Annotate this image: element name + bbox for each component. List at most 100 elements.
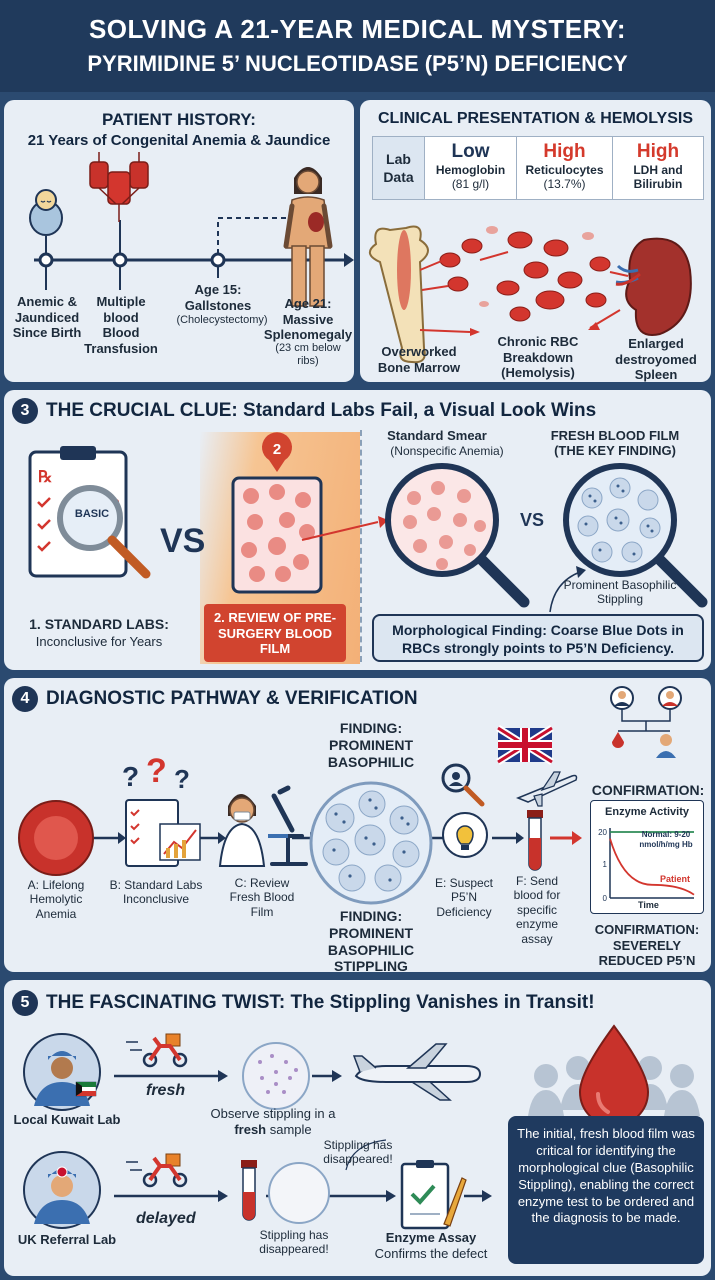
history-event-splenomegaly: Age 21: Massive Splenomegaly [263, 296, 353, 343]
badge-marker-icon [262, 432, 292, 472]
confirmation-result: CONFIRMATION: SEVERELY REDUCED P5’N [594, 922, 700, 969]
chart-title: Enzyme Activity [605, 806, 689, 818]
spleen-label: Enlarged destroyomed Spleen [615, 336, 697, 383]
transit-airplane-icon [352, 1043, 482, 1101]
summary-box: The initial, fresh blood film was critic… [508, 1116, 704, 1264]
lab-hemoglobin: Low Hemoglobin (81 g/l) [425, 137, 517, 199]
standard-labs-subtitle: Inconclusive for Years [35, 634, 163, 649]
standard-smear-magnifier [385, 463, 530, 608]
chart-y-tick: 1 [603, 860, 608, 869]
chart-series-patient [609, 838, 695, 896]
delayed-label: delayed [136, 1210, 196, 1227]
observe-stippling-text: Observe stippling in a fresh sample [210, 1106, 336, 1137]
lab-data-table: Lab Data Low Hemoglobin (81 g/l) High Re… [372, 136, 704, 200]
bone-marrow-label: Overworked Bone Marrow [377, 344, 461, 375]
svg-text:?: ? [174, 764, 190, 794]
scientist-microscope-icon [218, 785, 308, 867]
chart-normal-label: Normal: 9-20 nmol/h/mg Hb [639, 830, 693, 849]
uk-lab-label: UK Referral Lab [17, 1232, 117, 1247]
standard-labs-question-icon: ? ? ? [122, 752, 201, 867]
baby-icon [29, 189, 63, 236]
stippling-label: Prominent Basophilic Stippling [563, 578, 677, 607]
fresh-film-title: FRESH BLOOD FILM (THE KEY FINDING) [550, 428, 680, 458]
svg-text:?: ? [146, 752, 167, 790]
delivery-scooter-icon-2 [126, 1153, 188, 1188]
history-event-splenomegaly-note: (23 cm below ribs) [275, 342, 341, 368]
clue-arrow [301, 516, 388, 541]
local-lab-label: Local Kuwait Lab [13, 1112, 121, 1127]
section-number-5: 5 [12, 990, 38, 1016]
airplane-icon [515, 771, 578, 807]
standard-smear-subtitle: (Nonspecific Anemia) [390, 444, 504, 458]
blood-tube-icon [527, 810, 543, 871]
history-event-birth: Anemic & Jaundiced Since Birth [12, 294, 82, 341]
stippling-callout-arrow [549, 566, 586, 613]
enzyme-assay-clipboard-icon [400, 1160, 467, 1230]
review-blood-film-label: 2. REVIEW OF PRE-SURGERY BLOOD FILM [204, 604, 346, 662]
uk-flag-icon [496, 725, 554, 765]
basic-tag: BASIC [74, 508, 110, 520]
finding-top-label: FINDING: PROMINENT BASOPHILIC [327, 720, 415, 770]
kuwait-lab-worker-icon [23, 1033, 101, 1111]
hemolysis-illustration [369, 225, 692, 364]
enzyme-activity-chart [590, 800, 704, 914]
history-event-transfusion: Multiple blood Blood Transfusion [84, 294, 158, 356]
vs-label-1: VS [160, 522, 206, 560]
page-title-line2: PYRIMIDINE 5’ NUCLEOTIDASE (P5’N) DEFICI… [87, 51, 628, 76]
fresh-label: fresh [146, 1082, 186, 1099]
chart-y-tick: 0 [603, 894, 608, 903]
fresh-sample-cell-icon [242, 1042, 310, 1110]
section-divider [360, 430, 362, 662]
history-event-gallstones-note: (Cholecystectomy) [176, 314, 268, 326]
svg-text:?: ? [122, 761, 139, 792]
standard-smear-title: Standard Smear [387, 428, 487, 443]
section-number-4: 4 [12, 686, 38, 712]
search-magnifier-icon [441, 763, 485, 807]
stippling-disappeared-text: Stippling has disappeared! [259, 1228, 329, 1257]
lab-data-label: Lab Data [373, 137, 425, 199]
clipboard-magnifier-icon: ℞ [28, 446, 151, 579]
step-a-label: A: Lifelong Hemolytic Anemia [27, 878, 85, 921]
family-tree-icon [610, 686, 682, 758]
chart-x-label: Time [638, 900, 659, 910]
vs-label-2: VS [520, 510, 545, 530]
delivery-scooter-icon-1 [126, 1033, 188, 1068]
section-number-3: 3 [12, 398, 38, 424]
chart-patient-label: Patient [660, 874, 691, 884]
history-event-gallstones: Age 15: Gallstones [184, 282, 252, 313]
history-title: PATIENT HISTORY: [102, 110, 256, 129]
chart-y-tick: 20 [598, 828, 607, 837]
step-f-label: F: Send blood for specific enzyme assay [513, 874, 561, 946]
uk-lab-worker-icon [23, 1151, 101, 1229]
clear-cell-icon [268, 1162, 330, 1224]
badge-number: 2 [272, 441, 282, 458]
blood-film-slide [231, 476, 323, 594]
morphological-finding-box: Morphological Finding: Coarse Blue Dots … [372, 614, 704, 662]
confirmation-label: CONFIRMATION: [591, 782, 705, 798]
suspect-lightbulb-icon [442, 812, 488, 858]
lab-reticulocytes: High Reticulocytes (13.7%) [517, 137, 613, 199]
standard-labs-title: 1. STANDARD LABS: [29, 616, 169, 632]
stippling-disappeared-top: Stippling has disappeared! [323, 1138, 393, 1167]
enzyme-chart-plot: 0 1 20 [598, 828, 695, 903]
lifelong-anemia-rbc-icon [18, 800, 94, 876]
step-b-label: B: Standard Labs Inconclusive [109, 878, 203, 907]
delayed-blood-tube-icon [241, 1160, 257, 1221]
patient-woman-icon [283, 167, 333, 307]
history-subtitle: 21 Years of Congenital Anemia & Jaundice [27, 132, 331, 149]
step-c-label: C: Review Fresh Blood Film [229, 876, 295, 919]
stippled-rbc-magnified [309, 781, 433, 905]
svg-text:℞: ℞ [38, 469, 52, 486]
finding-bottom-label: FINDING: PROMINENT BASOPHILIC STIPPLING [327, 908, 415, 975]
blood-bags-icon [89, 152, 149, 222]
hemolysis-label: Chronic RBC Breakdown (Hemolysis) [497, 334, 579, 381]
enzyme-assay-title: Enzyme Assay [385, 1230, 477, 1245]
enzyme-assay-subtitle: Confirms the defect [374, 1246, 488, 1261]
history-panel: PATIENT HISTORY: 21 Years of Congenital … [4, 100, 354, 382]
step-e-label: E: Suspect P5’N Deficiency [434, 876, 494, 919]
page-title-line1: SOLVING A 21-YEAR MEDICAL MYSTERY: [88, 14, 627, 44]
lab-ldh-bilirubin: High LDH and Bilirubin [633, 141, 683, 192]
